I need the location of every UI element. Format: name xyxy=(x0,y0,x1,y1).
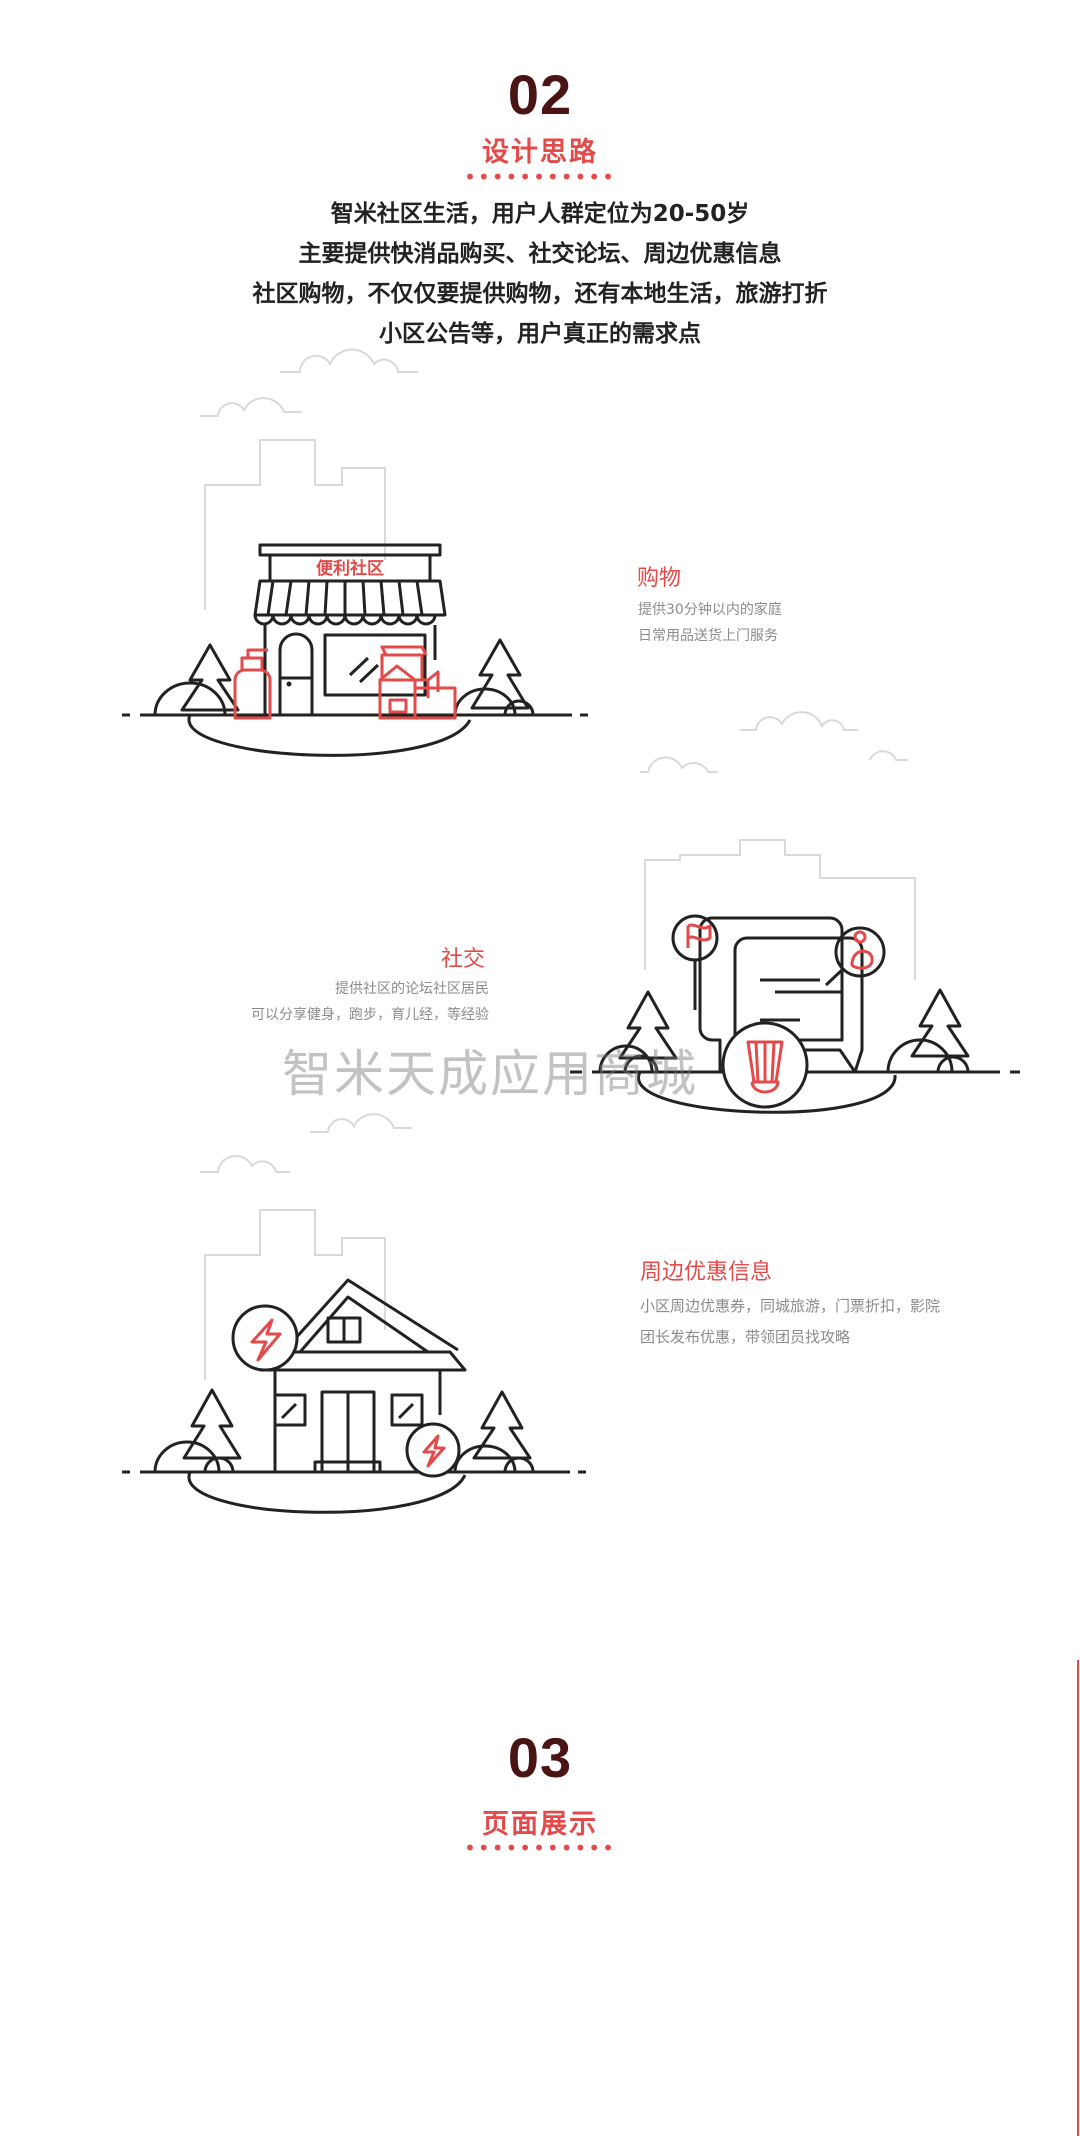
feature-desc-line: 小区周边优惠券，同城旅游，门票折扣，影院 xyxy=(640,1297,941,1315)
edge-accent-line xyxy=(1077,1660,1079,2136)
section-number: 03 xyxy=(507,1726,573,1789)
shop-sign-text: 便利社区 xyxy=(316,558,384,579)
feature-title-shopping: 购物 xyxy=(637,566,682,591)
title-dots-divider: ••••••••••• xyxy=(464,1836,616,1860)
feature-title-social: 社交 xyxy=(441,947,486,972)
house-illustration xyxy=(122,1209,586,1514)
feature-desc-line: 团长发布优惠，带领团员找攻略 xyxy=(640,1328,851,1346)
feature-desc-line: 提供社区的论坛社区居民 xyxy=(335,981,489,997)
feature-desc-nearby-deals: 小区周边优惠券，同城旅游，门票折扣，影院 团长发布优惠，带领团员找攻略 xyxy=(640,1291,940,1353)
intro-line: 社区购物，不仅仅要提供购物，还有本地生活，旅游打折 xyxy=(252,281,828,307)
intro-paragraph: 智米社区生活，用户人群定位为20-50岁 主要提供快消品购买、社交论坛、周边优惠… xyxy=(0,194,1080,354)
feature-desc-shopping: 提供30分钟以内的家庭 日常用品送货上门服务 xyxy=(638,597,782,649)
section-title: 设计思路 xyxy=(482,137,598,168)
intro-line: 主要提供快消品购买、社交论坛、周边优惠信息 xyxy=(298,241,782,267)
feature-desc-line: 日常用品送货上门服务 xyxy=(638,628,778,644)
feature-title-nearby-deals: 周边优惠信息 xyxy=(640,1260,773,1285)
feature-desc-line: 可以分享健身，跑步，育儿经，等经验 xyxy=(251,1007,489,1023)
section-number: 02 xyxy=(507,63,573,126)
intro-line: 智米社区生活，用户人群定位为20-50岁 xyxy=(330,201,750,227)
shop-illustration: 便利社区 xyxy=(122,439,588,757)
section-title: 页面展示 xyxy=(482,1809,598,1840)
social-illustration xyxy=(570,839,1020,1114)
feature-desc-line: 提供30分钟以内的家庭 xyxy=(638,602,782,618)
feature-desc-social: 提供社区的论坛社区居民 可以分享健身，跑步，育儿经，等经验 xyxy=(251,976,489,1028)
watermark-text: 智米天成应用商城 xyxy=(282,1045,698,1103)
intro-line: 小区公告等，用户真正的需求点 xyxy=(379,321,701,347)
